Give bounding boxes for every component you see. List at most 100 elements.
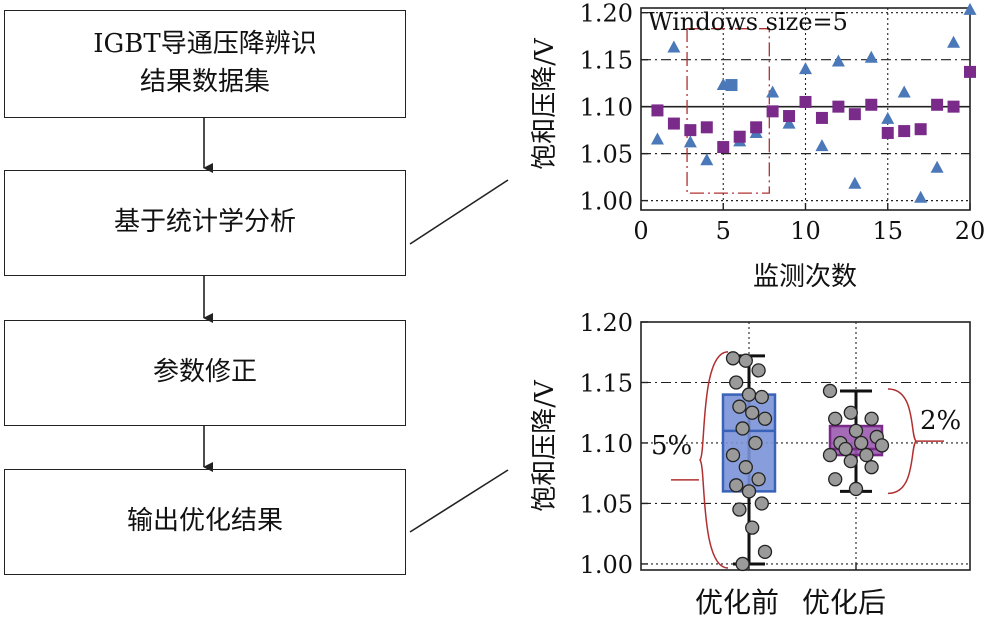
- box-data-point: [735, 421, 750, 436]
- box-data-point: [838, 441, 853, 457]
- scatter-point-square: [750, 121, 763, 134]
- scatter-point-triangle: [897, 85, 911, 98]
- scatter-annotation: Windows size=5: [648, 8, 848, 36]
- scatter-point-square: [725, 79, 738, 92]
- box-data-point: [741, 387, 757, 402]
- box-tick-label-y: 1.20: [580, 309, 633, 337]
- connector-line-statistics: [409, 179, 509, 245]
- box-data-point: [822, 447, 838, 463]
- scatter-point-triangle: [667, 40, 681, 53]
- scatter-point-triangle: [683, 135, 697, 148]
- box-data-point: [732, 399, 747, 414]
- box-data-point: [864, 460, 879, 475]
- box-data-point: [745, 520, 760, 535]
- box-data-point: [735, 556, 750, 572]
- scatter-points: [650, 2, 977, 203]
- scatter-tick-label-x: 10: [790, 217, 821, 245]
- box-data-point: [751, 472, 766, 487]
- scatter-point-triangle: [700, 153, 714, 166]
- scatter-point-square: [733, 130, 746, 143]
- scatter-point-square: [914, 123, 927, 136]
- scatter-tick-label-y: 1.05: [580, 141, 633, 169]
- scatter-y-label: 饱和压降/V: [530, 37, 560, 170]
- box-y-label: 饱和压降/V: [530, 379, 560, 512]
- connector-line-output: [409, 469, 509, 533]
- box-data-point: [754, 496, 769, 511]
- box-data-point: [843, 453, 858, 469]
- scatter-tick-label-x: 5: [716, 217, 731, 245]
- flow-step-dataset-line1: IGBT导通压降辨识: [93, 29, 317, 60]
- box-data-point: [754, 389, 769, 405]
- scatter-point-square: [717, 141, 730, 154]
- scatter-point-triangle: [815, 139, 829, 152]
- box-data-point: [859, 447, 874, 463]
- box-data-point: [848, 423, 864, 439]
- scatter-x-label: 监测次数: [753, 262, 857, 292]
- scatter-point-square: [684, 124, 697, 137]
- scatter-point-triangle: [782, 116, 796, 129]
- flow-step-statistics-label: 基于统计学分析: [113, 207, 296, 238]
- box-data-point: [725, 351, 741, 366]
- scatter-window-box: [686, 28, 770, 194]
- box-data-point: [738, 353, 753, 368]
- scatter-point-square: [799, 95, 812, 108]
- box-data-point: [848, 481, 864, 497]
- scatter-point-square: [848, 108, 861, 121]
- box-ticks: 1.001.051.101.151.20优化前优化后: [580, 309, 886, 619]
- scatter-tick-label-y: 1.20: [580, 0, 633, 28]
- scatter-point-triangle: [881, 111, 895, 124]
- scatter-tick-label-y: 1.00: [580, 188, 633, 216]
- scatter-point-square: [931, 98, 944, 111]
- box-range-brace-right: [887, 388, 918, 495]
- scatter-point-square: [865, 98, 878, 111]
- box-data-point: [729, 375, 744, 390]
- box-range-label-left: 5%: [651, 431, 692, 461]
- scatter-point-triangle: [864, 50, 878, 63]
- scatter-point-triangle: [799, 62, 812, 75]
- box-data-point: [745, 405, 760, 420]
- box-category-label: 优化前: [695, 586, 779, 619]
- scatter-point-square: [766, 105, 779, 118]
- scatter-point-triangle: [947, 35, 961, 48]
- scatter-point-square: [964, 65, 976, 78]
- box-plot-frame: [640, 321, 971, 571]
- box-data-point: [828, 411, 843, 426]
- flow-step-output-label: 输出优化结果: [126, 506, 283, 537]
- box-tick-label-y: 1.00: [580, 551, 633, 579]
- scatter-point-square: [881, 126, 894, 139]
- box-data-point: [748, 435, 763, 451]
- box-data-point: [757, 411, 773, 426]
- box-data-point: [822, 383, 838, 399]
- box-data-point: [732, 502, 747, 517]
- scatter-point-square: [651, 104, 664, 117]
- box-range-brace-left: [698, 351, 729, 569]
- box-data-point: [741, 484, 757, 499]
- flow-step-dataset-line2: 结果数据集: [139, 67, 270, 97]
- scatter-point-square: [898, 125, 911, 138]
- box-tick-label-y: 1.10: [580, 430, 633, 458]
- scatter-point-square: [947, 100, 960, 113]
- scatter-point-square: [832, 100, 845, 113]
- box-data-point: [843, 405, 858, 420]
- scatter-point-triangle: [650, 132, 664, 145]
- scatter-point-triangle: [766, 85, 780, 98]
- box-data-point: [751, 363, 766, 378]
- scatter-tick-label-y: 1.15: [580, 47, 633, 75]
- box-data-point: [864, 411, 879, 426]
- scatter-point-square: [815, 111, 828, 124]
- box-data-point: [828, 472, 843, 487]
- scatter-tick-label-x: 20: [955, 217, 986, 245]
- box-data-point: [757, 544, 773, 560]
- scatter-point-square: [700, 121, 713, 134]
- scatter-point-square: [667, 117, 680, 130]
- scatter-point-triangle: [831, 54, 845, 67]
- scatter-tick-label-y: 1.10: [580, 94, 633, 122]
- scatter-tick-label-x: 15: [872, 217, 903, 245]
- scatter-window-rect: [686, 28, 770, 194]
- flow-step-correction-label: 参数修正: [152, 357, 257, 388]
- scatter-point-triangle: [914, 190, 928, 203]
